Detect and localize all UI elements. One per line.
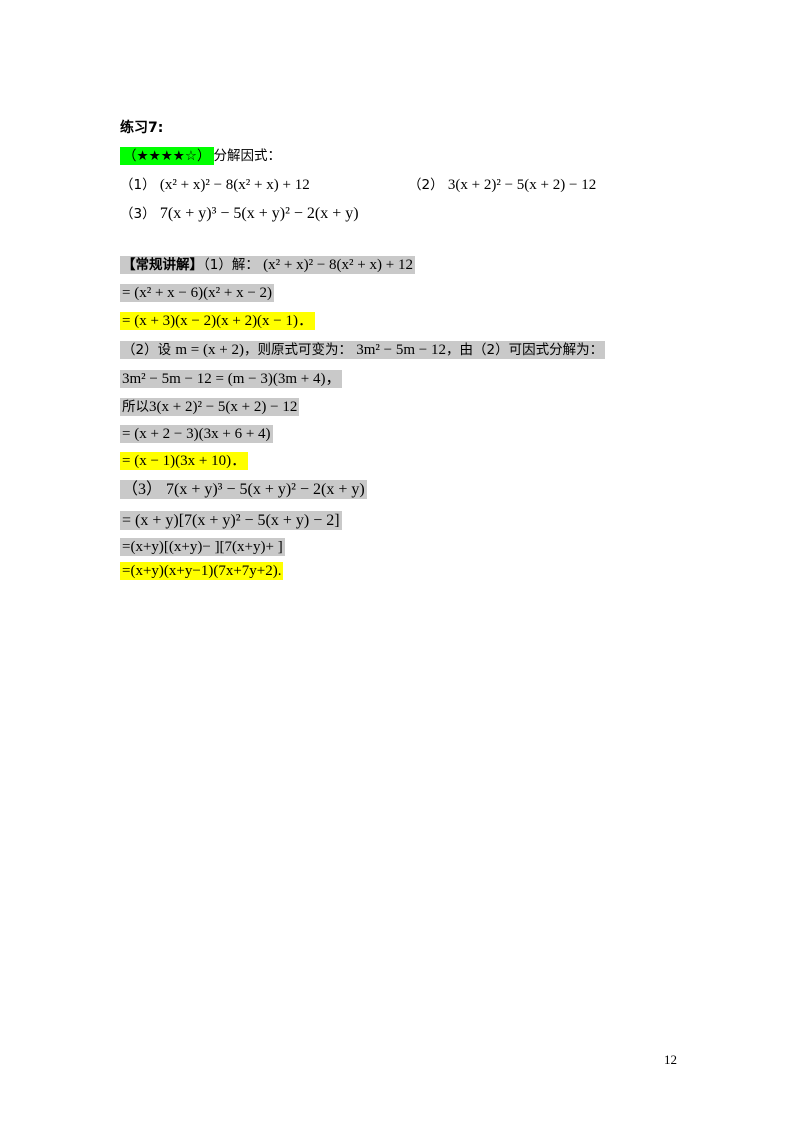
solution-step-1: = (x² + x − 6)(x² + x − 2) — [120, 283, 275, 303]
solution-part2-header: （2）设 m = (x + 2)，则原式可变为： 3m² − 5m − 12，由… — [120, 340, 606, 360]
transformed-expression: 3m² − 5m − 12 — [356, 342, 447, 358]
solution-part3-header: （3） 7(x + y)³ − 5(x + y)² − 2(x + y) — [120, 480, 367, 500]
step-expression: = (x + 2 − 3)(3x + 6 + 4) — [120, 425, 273, 443]
item-expression: 7(x + y)³ − 5(x + y)² − 2(x + y) — [159, 205, 359, 222]
step-expression: 3m² − 5m − 12 = (m − 3)(3m + 4)， — [120, 370, 343, 388]
solution-step-3: 3m² − 5m − 12 = (m − 3)(3m + 4)， — [120, 369, 343, 389]
item-expression: (x² + x)² − 8(x² + x) + 12 — [159, 177, 310, 193]
part1-expression: (x² + x)² − 8(x² + x) + 12 — [263, 257, 413, 273]
part2-label: （2）设 — [122, 342, 172, 358]
solution-step-2: = (x + 3)(x − 2)(x + 2)(x − 1)． — [120, 311, 316, 331]
step-expression: = (x + y)[7(x + y)² − 5(x + y) − 2] — [120, 511, 342, 530]
difficulty-stars: （★★★★☆） — [120, 147, 214, 165]
substitution-expression: m = (x + 2) — [175, 342, 244, 358]
step-answer: = (x + 3)(x − 2)(x + 2)(x − 1)． — [120, 312, 316, 330]
instruction-text: 分解因式： — [213, 148, 282, 164]
part1-label: （1）解： — [203, 257, 259, 273]
solution-heading: 【常规讲解】 — [122, 257, 203, 273]
part2-text: ，则原式可变为： — [243, 342, 352, 358]
item-number: （1） — [120, 177, 156, 193]
part3-expression: （3） 7(x + y)³ − 5(x + y)² − 2(x + y) — [120, 480, 367, 499]
solution-step-4: 所以3(x + 2)² − 5(x + 2) − 12 — [120, 397, 300, 417]
solution-part1-header: 【常规讲解】（1）解： (x² + x)² − 8(x² + x) + 12 — [120, 255, 415, 275]
step-expression: = (x² + x − 6)(x² + x − 2) — [120, 284, 275, 302]
item-number: （3） — [120, 206, 156, 222]
step-expression: 3(x + 2)² − 5(x + 2) − 12 — [149, 399, 298, 415]
solution-step-7: = (x + y)[7(x + y)² − 5(x + y) − 2] — [120, 511, 342, 531]
problem-item-3: （3） 7(x + y)³ − 5(x + y)² − 2(x + y) — [120, 204, 359, 224]
page-number: 12 — [664, 1052, 677, 1067]
step-expression: =(x+y)[(x+y)− ][7(x+y)+ ] — [120, 538, 285, 556]
problem-statement: （★★★★☆）分解因式： — [120, 146, 281, 166]
exercise-title: 练习7: — [120, 120, 164, 136]
item-number: （2） — [408, 177, 444, 193]
solution-step-5: = (x + 2 − 3)(3x + 6 + 4) — [120, 424, 273, 444]
step-answer: = (x − 1)(3x + 10)． — [120, 452, 249, 470]
part2-text-end: ，由（2）可因式分解为： — [446, 342, 604, 358]
problem-item-1: （1） (x² + x)² − 8(x² + x) + 12 — [120, 175, 310, 195]
step-label: 所以 — [122, 399, 149, 415]
step-answer: =(x+y)(x+y−1)(7x+7y+2). — [120, 562, 284, 580]
solution-step-8: =(x+y)[(x+y)− ][7(x+y)+ ] — [120, 537, 285, 557]
problem-item-2: （2） 3(x + 2)² − 5(x + 2) − 12 — [408, 175, 596, 195]
solution-step-6: = (x − 1)(3x + 10)． — [120, 451, 249, 471]
solution-step-9: =(x+y)(x+y−1)(7x+7y+2). — [120, 561, 284, 581]
item-expression: 3(x + 2)² − 5(x + 2) − 12 — [447, 177, 597, 193]
